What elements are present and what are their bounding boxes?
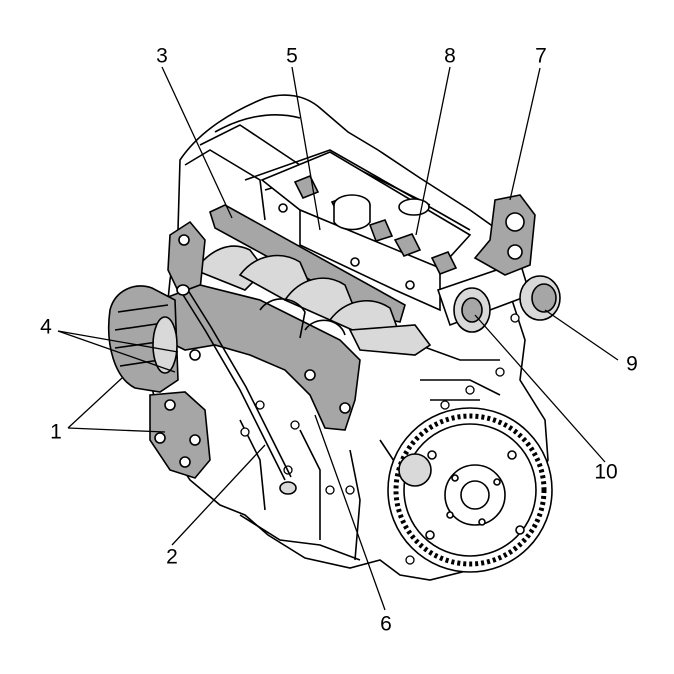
- exhaust-manifold: [159, 284, 361, 431]
- callout-7: 7: [535, 44, 547, 68]
- callout-9: 9: [626, 352, 638, 376]
- timing-bracket: [473, 194, 536, 276]
- intake-manifold: [167, 204, 432, 356]
- callout-8: 8: [444, 44, 456, 68]
- callout-3: 3: [156, 44, 168, 68]
- callout-1: 1: [50, 420, 62, 444]
- callout-10: 10: [594, 460, 618, 484]
- dipstick-tube: [176, 284, 297, 495]
- camshaft-ends: [436, 260, 561, 333]
- callout-6: 6: [380, 612, 392, 636]
- callout-5: 5: [286, 44, 298, 68]
- flywheel: [387, 407, 553, 573]
- turbocharger: [107, 285, 211, 479]
- callout-2: 2: [166, 545, 178, 569]
- cylinder-head-cover: [260, 151, 472, 312]
- callout-4: 4: [40, 315, 52, 339]
- leader-lines: [57, 66, 619, 611]
